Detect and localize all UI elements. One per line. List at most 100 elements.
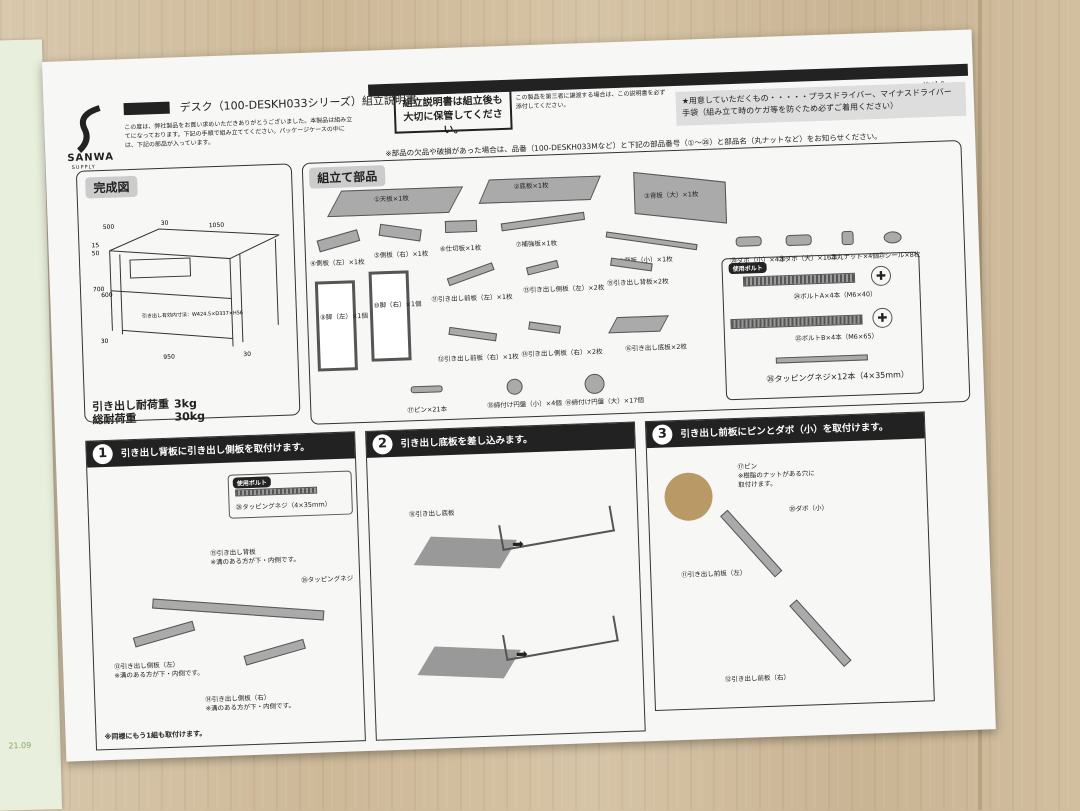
dim-600: 600 (101, 292, 113, 299)
tools-box: ★用意していただくもの・・・・・プラスドライバー、マイナスドライバー 手袋（組み… (675, 81, 967, 126)
tapping-screw-icon (775, 354, 868, 364)
step-1-label-3: ㉖タッピングネジ (301, 574, 354, 585)
step-3-label-6: ⑫引き出し前板（右） (724, 673, 791, 684)
drawer-dims: 引き出し有効内寸法：W424.5×D337×H56 (142, 309, 243, 320)
logo-word: SANWA (67, 151, 115, 165)
part-1: ①天板×1枚 (373, 194, 410, 204)
dowel-large-icon (785, 234, 812, 247)
part-5: ⑤側板（右）×1枚 (373, 249, 429, 260)
part-reinforce (500, 211, 586, 232)
sanwa-logo-icon (77, 105, 101, 153)
completed-drawing-panel: 完成図 500 1050 30 15 50 700 600 30 950 30 … (75, 163, 301, 423)
step-3-panel: 3 引き出し前板にピンとダボ（小）を取付けます。 ⑰ピン ※樹脂のナットがある穴… (644, 411, 935, 712)
part-11: ⑪引き出し前板（左）×1枚 (431, 292, 513, 304)
part-side-right (378, 223, 422, 242)
step-3-label-4: ⑳ダボ（小） (788, 503, 829, 514)
step-2-panel: 2 引き出し底板を差し込みます。 ⑯引き出し底板 ➡ ➡ (365, 421, 646, 741)
step-1-screw-icon (235, 486, 318, 497)
part-leg-right (368, 270, 412, 362)
dim-15: 15 (91, 242, 99, 249)
part-15: ⑮引き出し背板×2枚 (606, 277, 669, 288)
sticker-icon (883, 231, 902, 244)
step-1-header: 1 引き出し背板に引き出し側板を取付けます。 (86, 432, 356, 468)
arrow-right-icon: ➡ (511, 536, 525, 553)
step-3-label-5: ⑪引き出し前板（左） (681, 568, 747, 579)
small-disc-icon (506, 378, 523, 395)
step-1-side-right (243, 638, 306, 666)
dowel-small-icon (735, 235, 762, 247)
tapping-screw: ㉖タッピングネジ×12本（4×35mm） (766, 369, 910, 384)
step-3-title: 引き出し前板にピンとダボ（小）を取付けます。 (680, 421, 889, 440)
part-13: ⑬引き出し側板（左）×2枚 (523, 283, 605, 295)
part-drawer-side-left (525, 259, 559, 276)
step-3-front-right (789, 599, 852, 667)
dim-950: 950 (163, 354, 175, 361)
step-2-number: 2 (372, 434, 393, 455)
step-3-front-left (720, 509, 783, 578)
intro-notice: この度は、弊社製品をお買い求めいただきありがとうございました。本製品は組み立てに… (124, 116, 353, 150)
step-1-screw-label: ㉖タッピングネジ（4×35mm） (235, 500, 332, 512)
dim-30b: 30 (101, 338, 109, 345)
part-leg-left (314, 280, 358, 372)
part-7: ⑦補強板×1枚 (515, 239, 558, 249)
part-back-small (605, 231, 698, 251)
part-2: ②底板×1枚 (513, 181, 549, 191)
part-9: ⑨脚（左）×1個 (319, 311, 369, 322)
dim-30c: 30 (243, 351, 251, 358)
bolt-b: ㉕ボルトB×4本（M6×65） (794, 331, 879, 343)
parts-label: 組立て部品 (308, 165, 386, 189)
keep-manual-box: 組立説明書は組立後も 大切に保管してください。 (393, 89, 513, 136)
step-3-header: 3 引き出し前板にピンとダボ（小）を取付けます。 (645, 412, 925, 449)
part-drawer-bottom (608, 315, 669, 334)
part-18: ⑱締付け円盤（小）×4個 (487, 399, 562, 410)
part-divider (444, 219, 478, 234)
part-14: ⑭引き出し側板（右）×2枚 (521, 347, 603, 359)
round-nut-icon (841, 230, 854, 246)
part-16: ⑯引き出し底板×2枚 (625, 342, 688, 353)
phillips-head-icon-2: ✚ (872, 307, 893, 329)
dim-700: 700 (93, 286, 105, 293)
green-sheet-text: 21.09 (8, 740, 32, 751)
dim-50: 50 (92, 250, 100, 257)
part-front-left (446, 262, 495, 287)
part-10: ⑩脚（右）×1個 (373, 299, 422, 310)
part-drawer-side-right (528, 321, 561, 334)
phillips-head-icon: ✚ (870, 265, 892, 287)
bolt-box: 使用ボルト ✚ ㉔ボルトA×4本（M6×40） ✚ ㉕ボルトB×4本（M6×65… (721, 251, 925, 401)
step-1-screw-box: 使用ボルト ㉖タッピングネジ（4×35mm） (227, 470, 353, 519)
pin-icon (410, 385, 443, 394)
instruction-sheet: SANWA SUPPLY デスク（100-DESKH033シリーズ）組立説明書 … (42, 29, 996, 762)
part-19: ⑲締付け円盤（大）×17個 (565, 396, 645, 407)
dim-500: 500 (103, 224, 115, 231)
step-3-number: 3 (652, 424, 673, 445)
dim-30a: 30 (161, 220, 169, 227)
step-2-label: ⑯引き出し底板 (408, 508, 455, 519)
total-load-value: 30kg (174, 409, 206, 424)
load-values: 3kg 30kg (174, 397, 205, 424)
dim-1050: 1050 (209, 222, 225, 230)
keep-line-2: 大切に保管してください。 (403, 108, 504, 137)
bolt-tag: 使用ボルト (728, 261, 767, 275)
load-labels: 引き出し耐荷重 総耐荷重 (92, 398, 170, 427)
large-disc-icon (584, 373, 605, 395)
part-side-left (316, 229, 361, 253)
step-1-footer: ※同様にもう1組も取付けます。 (104, 729, 207, 742)
step-1-number: 1 (92, 443, 114, 465)
step-2-title: 引き出し底板を差し込みます。 (400, 434, 533, 450)
part-front-right (448, 326, 498, 342)
bolt-b-icon (730, 314, 863, 330)
step-1-side-left (132, 620, 196, 648)
part-12: ⑫引き出し前板（右）×1枚 (437, 352, 519, 364)
part-17: ⑰ピン×21本 (407, 405, 448, 415)
round-sticker (663, 471, 714, 522)
desk-drawing: 500 1050 30 15 50 700 600 30 950 30 引き出し… (91, 220, 280, 361)
step-1-label-2: ※溝のある方が下・内側です。 (210, 555, 300, 567)
step-1-bolt-tag: 使用ボルト (232, 476, 271, 489)
step-1-label-5: ※溝のある方が下・内側です。 (114, 668, 204, 680)
bolt-a-icon (742, 272, 856, 287)
step-1-label-7: ※溝のある方が下・内側です。 (205, 701, 296, 713)
total-load-label: 総耐荷重 (92, 411, 137, 427)
step-2-header: 2 引き出し底板を差し込みます。 (366, 422, 635, 458)
step-1-panel: 1 引き出し背板に引き出し側板を取付けます。 使用ボルト ㉖タッピングネジ（4×… (85, 431, 366, 751)
arrow-right-icon-2: ➡ (515, 646, 528, 663)
